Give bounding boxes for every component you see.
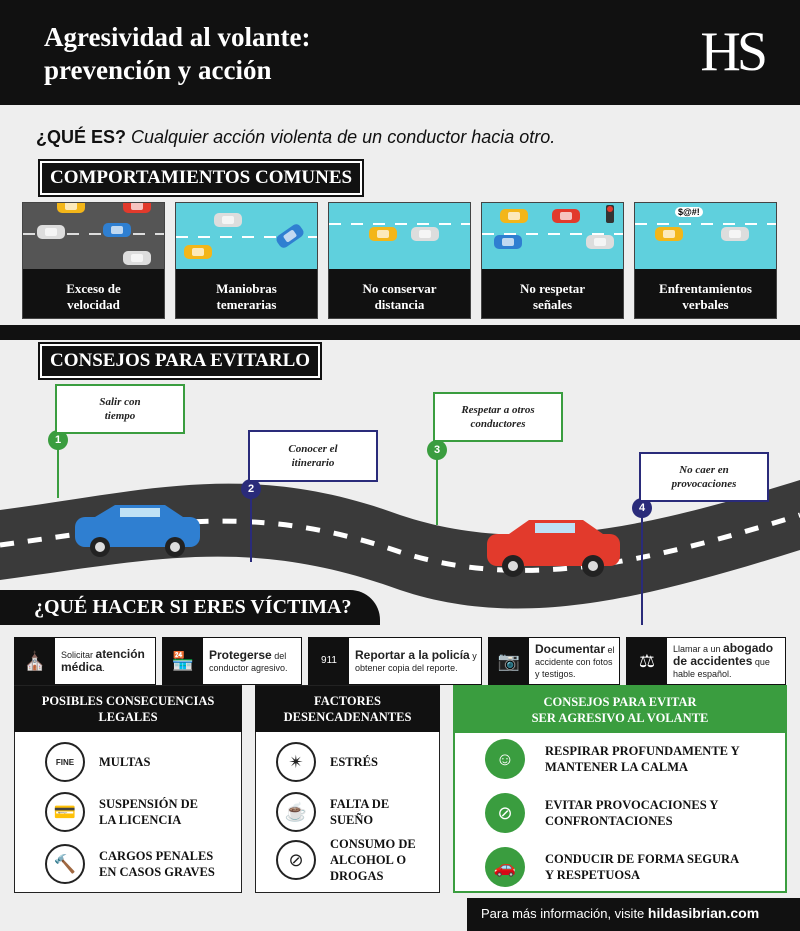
item-multas: FINE MULTAS <box>15 742 241 782</box>
hs-logo: HS <box>700 21 768 83</box>
victima-heading: ¿QUÉ HACER SI ERES VÍCTIMA? <box>0 590 380 628</box>
red-car <box>487 520 620 577</box>
car-white <box>214 213 242 227</box>
stress-icon: ✴ <box>276 742 316 782</box>
verbal-scene: $@#! <box>635 203 776 269</box>
camera-phone-icon: 📷 <box>489 638 529 684</box>
consejos-heading: CONSEJOS PARA EVITARLO <box>37 342 323 380</box>
car-white <box>586 235 614 249</box>
step-3-pin <box>436 435 438 525</box>
blue-car <box>75 505 200 557</box>
meditation-icon: ☺ <box>485 739 525 779</box>
action-abogado: ⚖ Llamar a un abogado de accidentes que … <box>626 637 786 685</box>
que-es-text: Cualquier acción violenta de un conducto… <box>131 127 556 147</box>
phone-911-icon: 911 <box>309 638 349 684</box>
no-alcohol-icon: ⊘ <box>276 840 316 880</box>
reckless-scene <box>176 203 317 269</box>
car-yellow <box>57 203 85 213</box>
comportamientos-section: ¿QUÉ ES? Cualquier acción violenta de un… <box>0 105 800 325</box>
footer: Para más información, visite hildasibria… <box>467 898 800 931</box>
item-estres: ✴ ESTRÉS <box>256 742 439 782</box>
step-1-pin <box>57 428 59 498</box>
store-icon: 🏪 <box>163 638 203 684</box>
step-4-pin <box>641 495 643 625</box>
car-yellow <box>369 227 397 241</box>
que-es-label: ¿QUÉ ES? <box>36 127 127 147</box>
step-3-number: 3 <box>427 440 447 460</box>
car-icon: 🚗 <box>485 847 525 887</box>
car-red <box>552 209 580 223</box>
step-2-number: 2 <box>241 479 261 499</box>
car-blue <box>494 235 522 249</box>
hospital-icon: ⛪ <box>15 638 55 684</box>
action-reportar-policia: 911 Reportar a la policía y obtener copi… <box>308 637 482 685</box>
car-blue <box>274 222 306 250</box>
action-protegerse: 🏪 Protegerse del conductor agresivo. <box>162 637 302 685</box>
tailgating-scene <box>329 203 470 269</box>
car-red <box>123 203 151 213</box>
scales-icon: ⚖ <box>627 638 667 684</box>
intersection-scene <box>482 203 623 269</box>
fine-ticket-icon: FINE <box>45 742 85 782</box>
speeding-scene <box>23 203 164 269</box>
page-title-line1: Agresividad al volante: <box>44 22 311 52</box>
footer-link[interactable]: hildasibrian.com <box>647 905 760 921</box>
speech-bubble: $@#! <box>675 207 703 217</box>
step-4-number: 4 <box>632 498 652 518</box>
car-white <box>721 227 749 241</box>
victima-section: ⛪ Solicitar atención médica. 🏪 Protegers… <box>0 625 800 931</box>
footer-text: Para más información, visite <box>481 906 648 921</box>
header: Agresividad al volante: prevención y acc… <box>0 0 800 105</box>
car-white <box>411 227 439 241</box>
car-yellow <box>500 209 528 223</box>
car-yellow <box>655 227 683 241</box>
road-illustration <box>0 480 800 609</box>
traffic-light-icon <box>606 205 614 223</box>
car-blue <box>103 223 131 237</box>
que-es-definition: ¿QUÉ ES? Cualquier acción violenta de un… <box>36 127 555 148</box>
action-atencion-medica: ⛪ Solicitar atención médica. <box>14 637 156 685</box>
car-yellow <box>184 245 212 259</box>
page-title-line2: prevención y acción <box>44 55 272 85</box>
car-white <box>123 251 151 265</box>
license-card-icon: 💳 <box>45 792 85 832</box>
no-yelling-icon: ⊘ <box>485 793 525 833</box>
action-documentar: 📷 Documentar el accidente con fotos y te… <box>488 637 620 685</box>
step-1-number: 1 <box>48 430 68 450</box>
comportamientos-heading: COMPORTAMIENTOS COMUNES <box>37 159 365 197</box>
tired-person-icon: ☕ <box>276 792 316 832</box>
car-white <box>37 225 65 239</box>
gavel-icon: 🔨 <box>45 844 85 884</box>
